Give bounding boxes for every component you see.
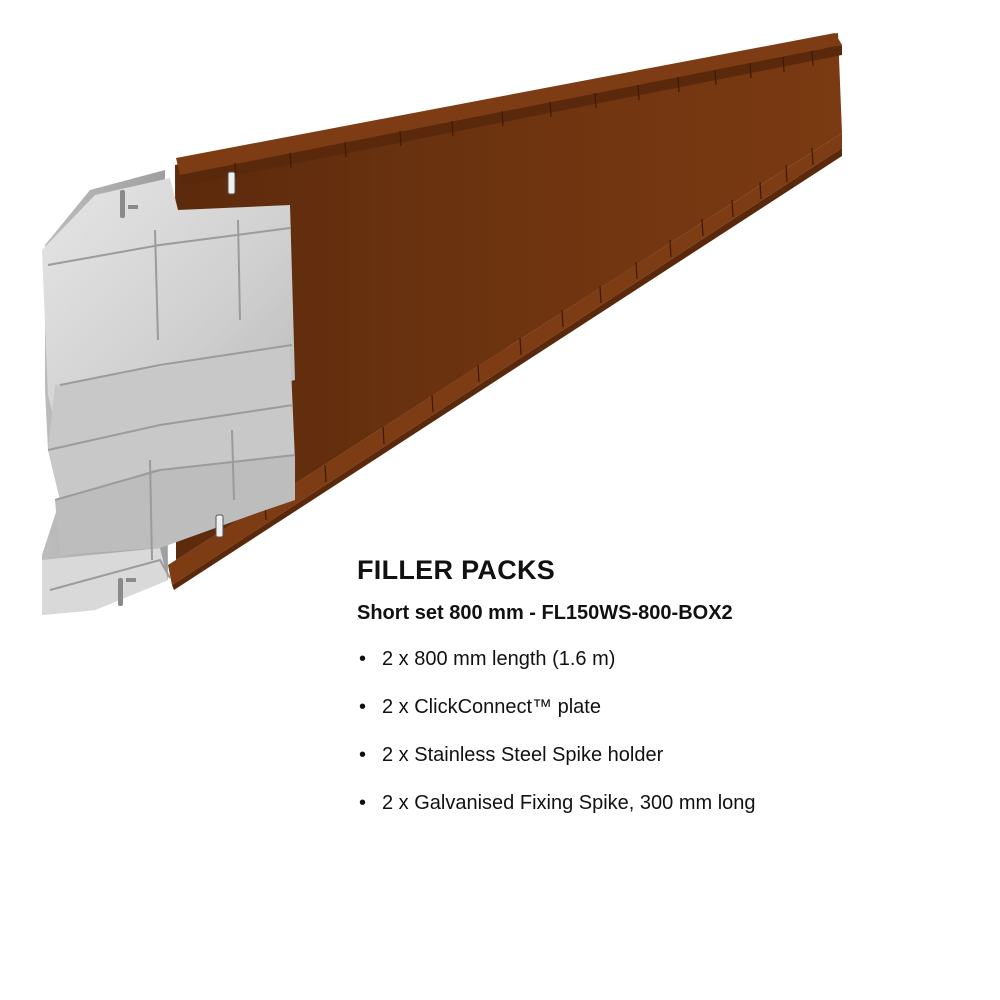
list-item: • 2 x ClickConnect™ plate bbox=[357, 693, 977, 721]
panel-clips bbox=[215, 171, 236, 538]
edging-panel bbox=[175, 33, 842, 560]
pack-title: FILLER PACKS bbox=[357, 555, 556, 585]
bullet-icon: • bbox=[359, 696, 367, 718]
list-item-text: 2 x ClickConnect™ plate bbox=[382, 696, 601, 718]
list-item-text: 2 x 800 mm length (1.6 m) bbox=[382, 648, 616, 670]
edging-bottom-lip bbox=[168, 133, 842, 585]
product-info: FILLER PACKS Short set 800 mm - FL150WS-… bbox=[357, 553, 977, 837]
list-item: • 2 x Stainless Steel Spike holder bbox=[357, 741, 977, 769]
bullet-icon: • bbox=[359, 744, 367, 766]
connector-slots bbox=[118, 190, 138, 606]
list-item: • 2 x 800 mm length (1.6 m) bbox=[357, 645, 977, 673]
top-lip-notches bbox=[234, 50, 814, 179]
list-item-text: 2 x Galvanised Fixing Spike, 300 mm long bbox=[382, 792, 756, 814]
contents-list: • 2 x 800 mm length (1.6 m) • 2 x ClickC… bbox=[357, 645, 977, 817]
pack-subtitle: Short set 800 mm - FL150WS-800-BOX2 bbox=[357, 602, 733, 624]
edging-top-lip bbox=[176, 33, 842, 175]
bullet-icon: • bbox=[359, 792, 367, 814]
list-item-text: 2 x Stainless Steel Spike holder bbox=[382, 744, 664, 766]
connector-ribs bbox=[47, 219, 296, 591]
list-item: • 2 x Galvanised Fixing Spike, 300 mm lo… bbox=[357, 789, 977, 817]
bullet-icon: • bbox=[359, 648, 367, 670]
bottom-lip-notches bbox=[264, 147, 814, 521]
